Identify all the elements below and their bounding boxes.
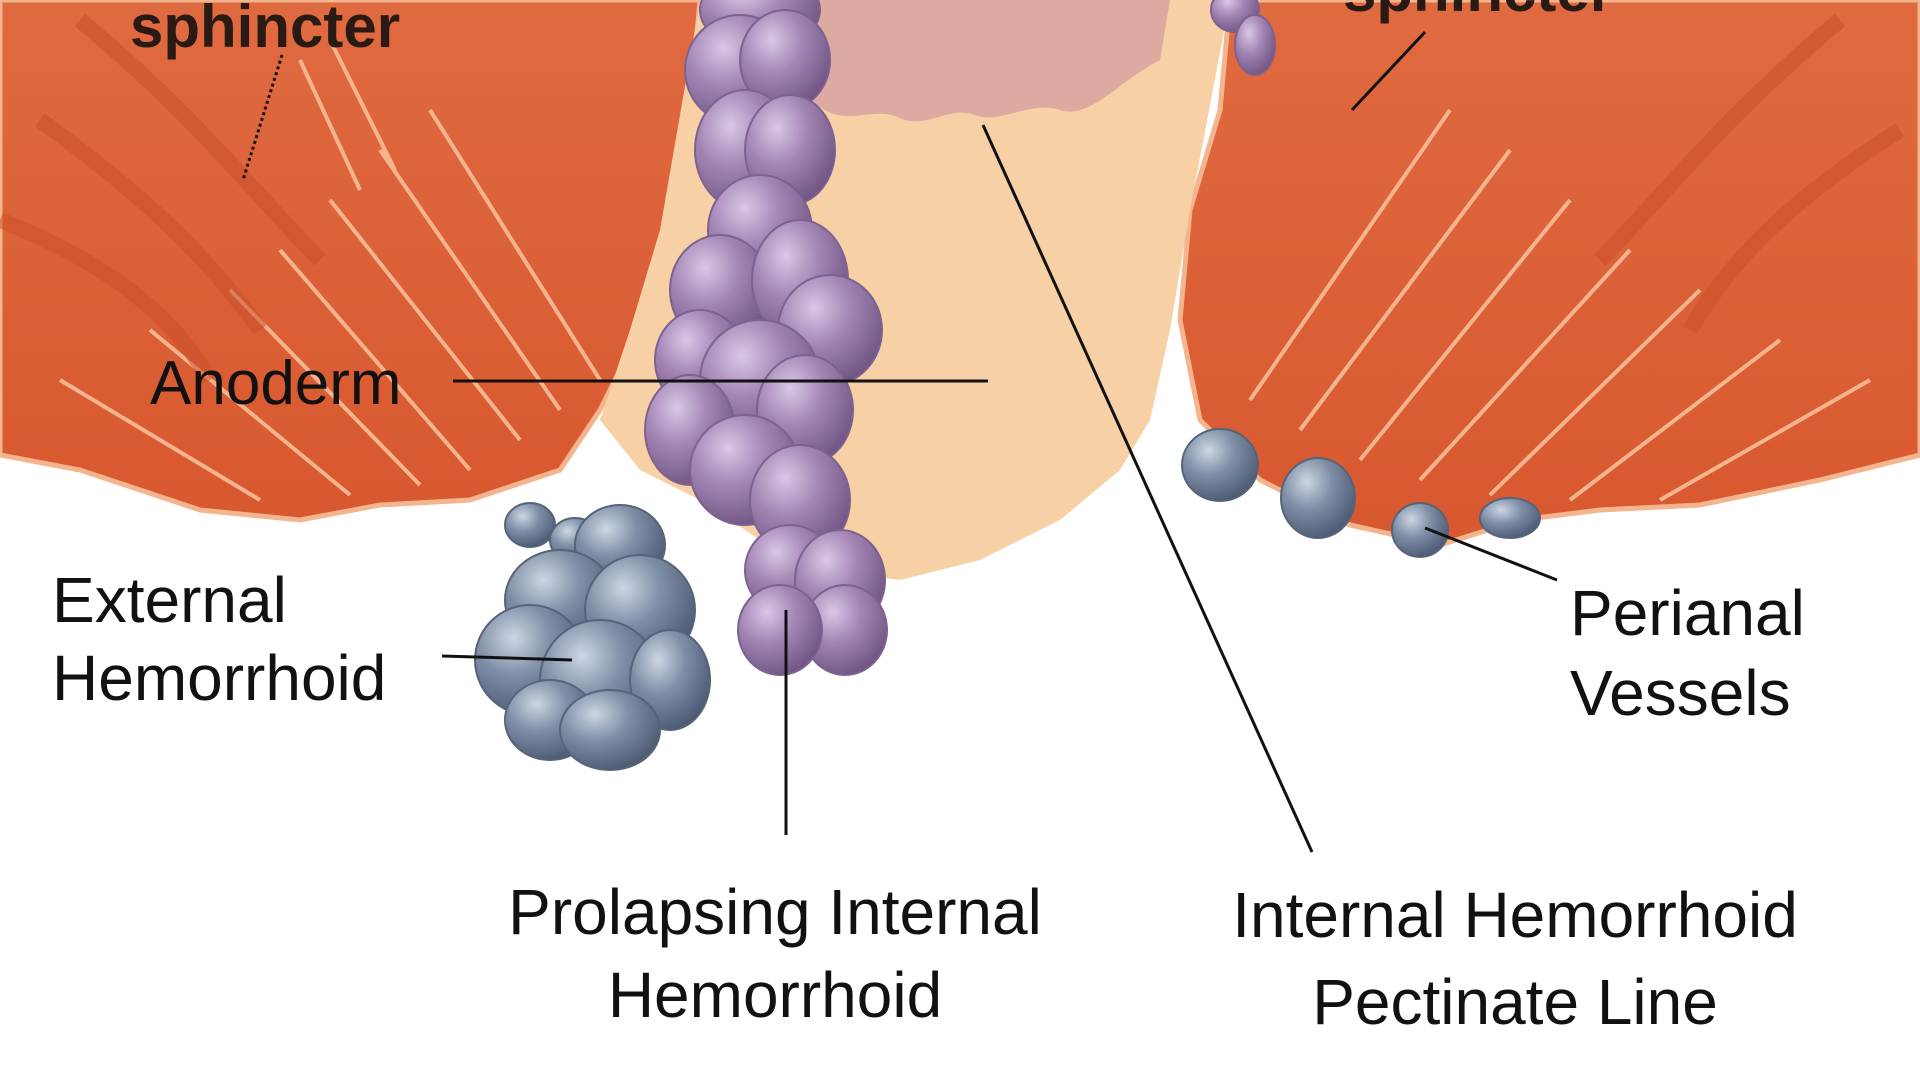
label-perianal-line1: Perianal	[1570, 577, 1805, 649]
label-sphincter-right: sphincter	[1343, 0, 1613, 30]
label-external-line2: Hemorrhoid	[52, 642, 387, 714]
label-sphincter-left: sphincter	[130, 0, 401, 60]
external-hemorrhoid	[474, 502, 711, 771]
label-prolapsing-line1: Prolapsing Internal	[508, 876, 1042, 948]
label-prolapsing-line2: Hemorrhoid	[607, 959, 943, 1031]
perianal-leader	[1424, 526, 1558, 582]
label-anoderm: Anoderm	[150, 349, 402, 418]
right-sphincter-muscle	[1177, 0, 1920, 548]
label-internal-line2: Pectinate Line	[1312, 966, 1718, 1038]
prolapsing-internal-hemorrhoid	[644, 0, 888, 676]
label-perianal-line2: Vessels	[1570, 657, 1791, 729]
label-external-line1: External	[52, 564, 287, 636]
external-hemorrhoid-leader	[441, 654, 573, 662]
sphincter-left-leader	[241, 54, 284, 181]
perianal-vessels	[1181, 428, 1541, 558]
leader-lines	[241, 30, 1558, 853]
label-internal-line1: Internal Hemorrhoid	[1232, 879, 1798, 951]
internal-hemorrhoid-small	[1210, 0, 1276, 76]
pectinate-leader	[981, 124, 1314, 853]
sphincter-right-leader	[1350, 30, 1427, 112]
left-sphincter-muscle	[0, 0, 703, 523]
